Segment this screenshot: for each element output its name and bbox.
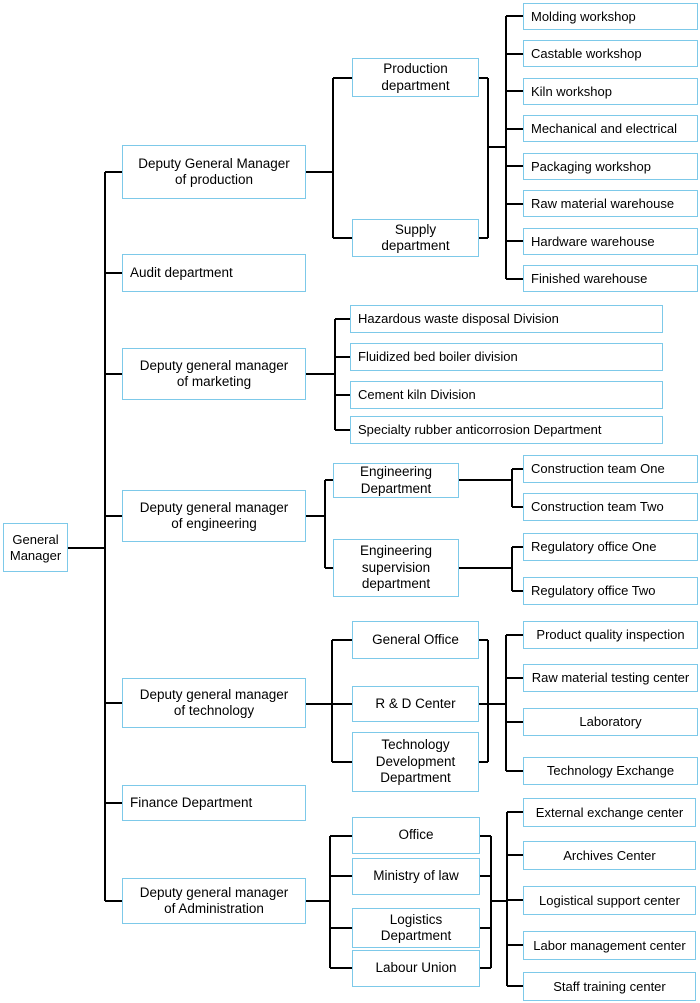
node-production-department: Production department	[352, 58, 479, 97]
node-engineering-department: Engineering Department	[333, 463, 459, 498]
node-raw-material-warehouse: Raw material warehouse	[523, 190, 698, 217]
node-rd-center: R & D Center	[352, 686, 479, 722]
node-deputy-engineering: Deputy general manager of engineering	[122, 490, 306, 542]
connector-engineering	[306, 468, 523, 592]
node-regulatory-office-two: Regulatory office Two	[523, 577, 698, 605]
node-archives-center: Archives Center	[523, 841, 696, 870]
node-labor-management-center: Labor management center	[523, 931, 696, 960]
node-ministry-of-law: Ministry of law	[352, 858, 480, 895]
node-castable-workshop: Castable workshop	[523, 40, 698, 67]
connector-administration	[306, 811, 523, 987]
node-engineering-supervision-department: Engineering supervision department	[333, 539, 459, 597]
node-logistical-support-center: Logistical support center	[523, 886, 696, 915]
node-laboratory: Laboratory	[523, 708, 698, 736]
node-logistics-department: Logistics Department	[352, 908, 480, 948]
node-technology-exchange: Technology Exchange	[523, 757, 698, 785]
node-finished-warehouse: Finished warehouse	[523, 265, 698, 292]
node-construction-team-two: Construction team Two	[523, 493, 698, 521]
node-audit-department: Audit department	[122, 254, 306, 292]
node-deputy-administration: Deputy general manager of Administration	[122, 878, 306, 924]
node-kiln-workshop: Kiln workshop	[523, 78, 698, 105]
node-labour-union: Labour Union	[352, 950, 480, 987]
node-general-office: General Office	[352, 621, 479, 659]
node-supply-department: Supply department	[352, 219, 479, 257]
connector-marketing	[306, 318, 350, 431]
node-product-quality-inspection: Product quality inspection	[523, 621, 698, 649]
node-raw-material-testing-center: Raw material testing center	[523, 664, 698, 692]
connector-production	[306, 15, 523, 280]
node-technology-development-department: Technology Development Department	[352, 732, 479, 792]
node-hardware-warehouse: Hardware warehouse	[523, 228, 698, 255]
connector-technology	[306, 634, 523, 772]
node-deputy-marketing: Deputy general manager of marketing	[122, 348, 306, 400]
node-specialty-rubber-anticorrosion-department: Specialty rubber anticorrosion Departmen…	[350, 416, 663, 444]
node-hazardous-waste-disposal-division: Hazardous waste disposal Division	[350, 305, 663, 333]
node-deputy-technology: Deputy general manager of technology	[122, 678, 306, 728]
node-construction-team-one: Construction team One	[523, 455, 698, 483]
node-mechanical-and-electrical: Mechanical and electrical	[523, 115, 698, 142]
node-cement-kiln-division: Cement kiln Division	[350, 381, 663, 409]
node-fluidized-bed-boiler-division: Fluidized bed boiler division	[350, 343, 663, 371]
node-general-manager: General Manager	[3, 523, 68, 572]
node-finance-department: Finance Department	[122, 785, 306, 821]
node-deputy-production: Deputy General Manager of production	[122, 145, 306, 199]
node-packaging-workshop: Packaging workshop	[523, 153, 698, 180]
node-external-exchange-center: External exchange center	[523, 798, 696, 827]
node-office: Office	[352, 817, 480, 854]
node-staff-training-center: Staff training center	[523, 972, 696, 1001]
node-molding-workshop: Molding workshop	[523, 3, 698, 30]
connector-trunk	[68, 171, 122, 902]
node-regulatory-office-one: Regulatory office One	[523, 533, 698, 561]
